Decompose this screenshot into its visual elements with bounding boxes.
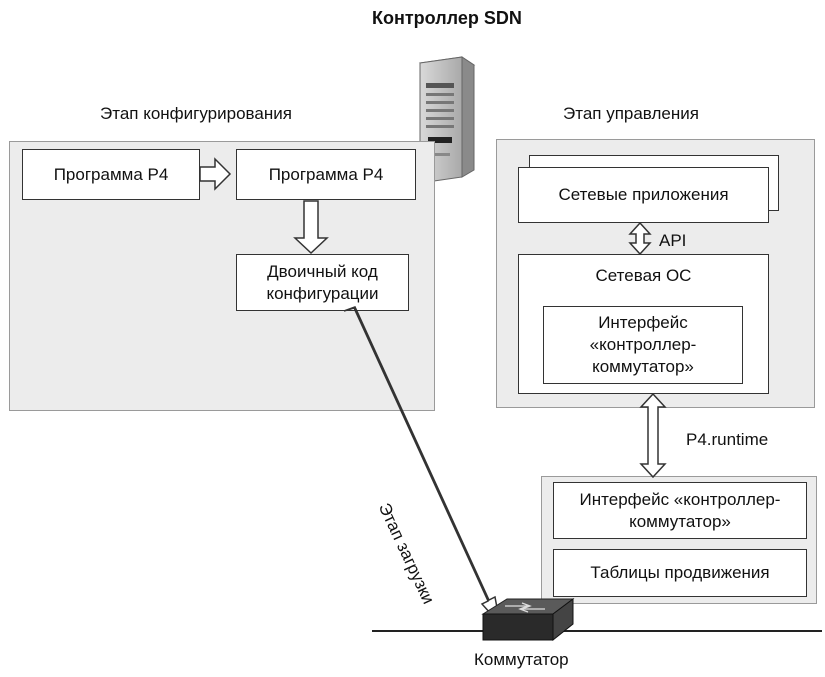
- p4-runtime-label: P4.runtime: [686, 430, 769, 449]
- binary-config-code-label: Двоичный код конфигурации: [266, 261, 379, 303]
- p4-runtime-double-arrow: [639, 392, 667, 479]
- program-p4-compiled: Программа P4: [236, 149, 416, 200]
- api-double-arrow: [628, 221, 652, 256]
- network-os-label: Сетевая ОС: [595, 266, 692, 285]
- controller-interface-label: Интерфейс «контроллер- коммутатор»: [589, 313, 697, 376]
- program-p4-source-label: Программа P4: [53, 164, 169, 184]
- switch-interface-box: Интерфейс «контроллер- коммутатор»: [553, 482, 807, 539]
- network-apps-box: Сетевые приложения: [518, 167, 769, 223]
- controller-interface-box: Интерфейс «контроллер- коммутатор»: [543, 306, 743, 384]
- config-stage-label: Этап конфигурирования: [100, 104, 292, 123]
- switch-icon: [481, 598, 575, 642]
- switch-label: Коммутатор: [474, 650, 569, 669]
- diagram-title: Контроллер SDN: [372, 8, 522, 28]
- switch-interface-label: Интерфейс «контроллер- коммутатор»: [579, 489, 781, 531]
- network-apps-label: Сетевые приложения: [558, 185, 729, 204]
- binary-config-code: Двоичный код конфигурации: [236, 254, 409, 311]
- arrow-to-binary: [293, 200, 329, 255]
- program-p4-source: Программа P4: [22, 149, 200, 200]
- forwarding-tables-box: Таблицы продвижения: [553, 549, 807, 597]
- api-label: API: [659, 231, 687, 250]
- arrow-compile: [199, 157, 232, 191]
- control-stage-label: Этап управления: [563, 104, 699, 123]
- server-icon: [418, 56, 476, 184]
- forwarding-tables-label: Таблицы продвижения: [590, 563, 770, 582]
- program-p4-compiled-label: Программа P4: [268, 164, 384, 184]
